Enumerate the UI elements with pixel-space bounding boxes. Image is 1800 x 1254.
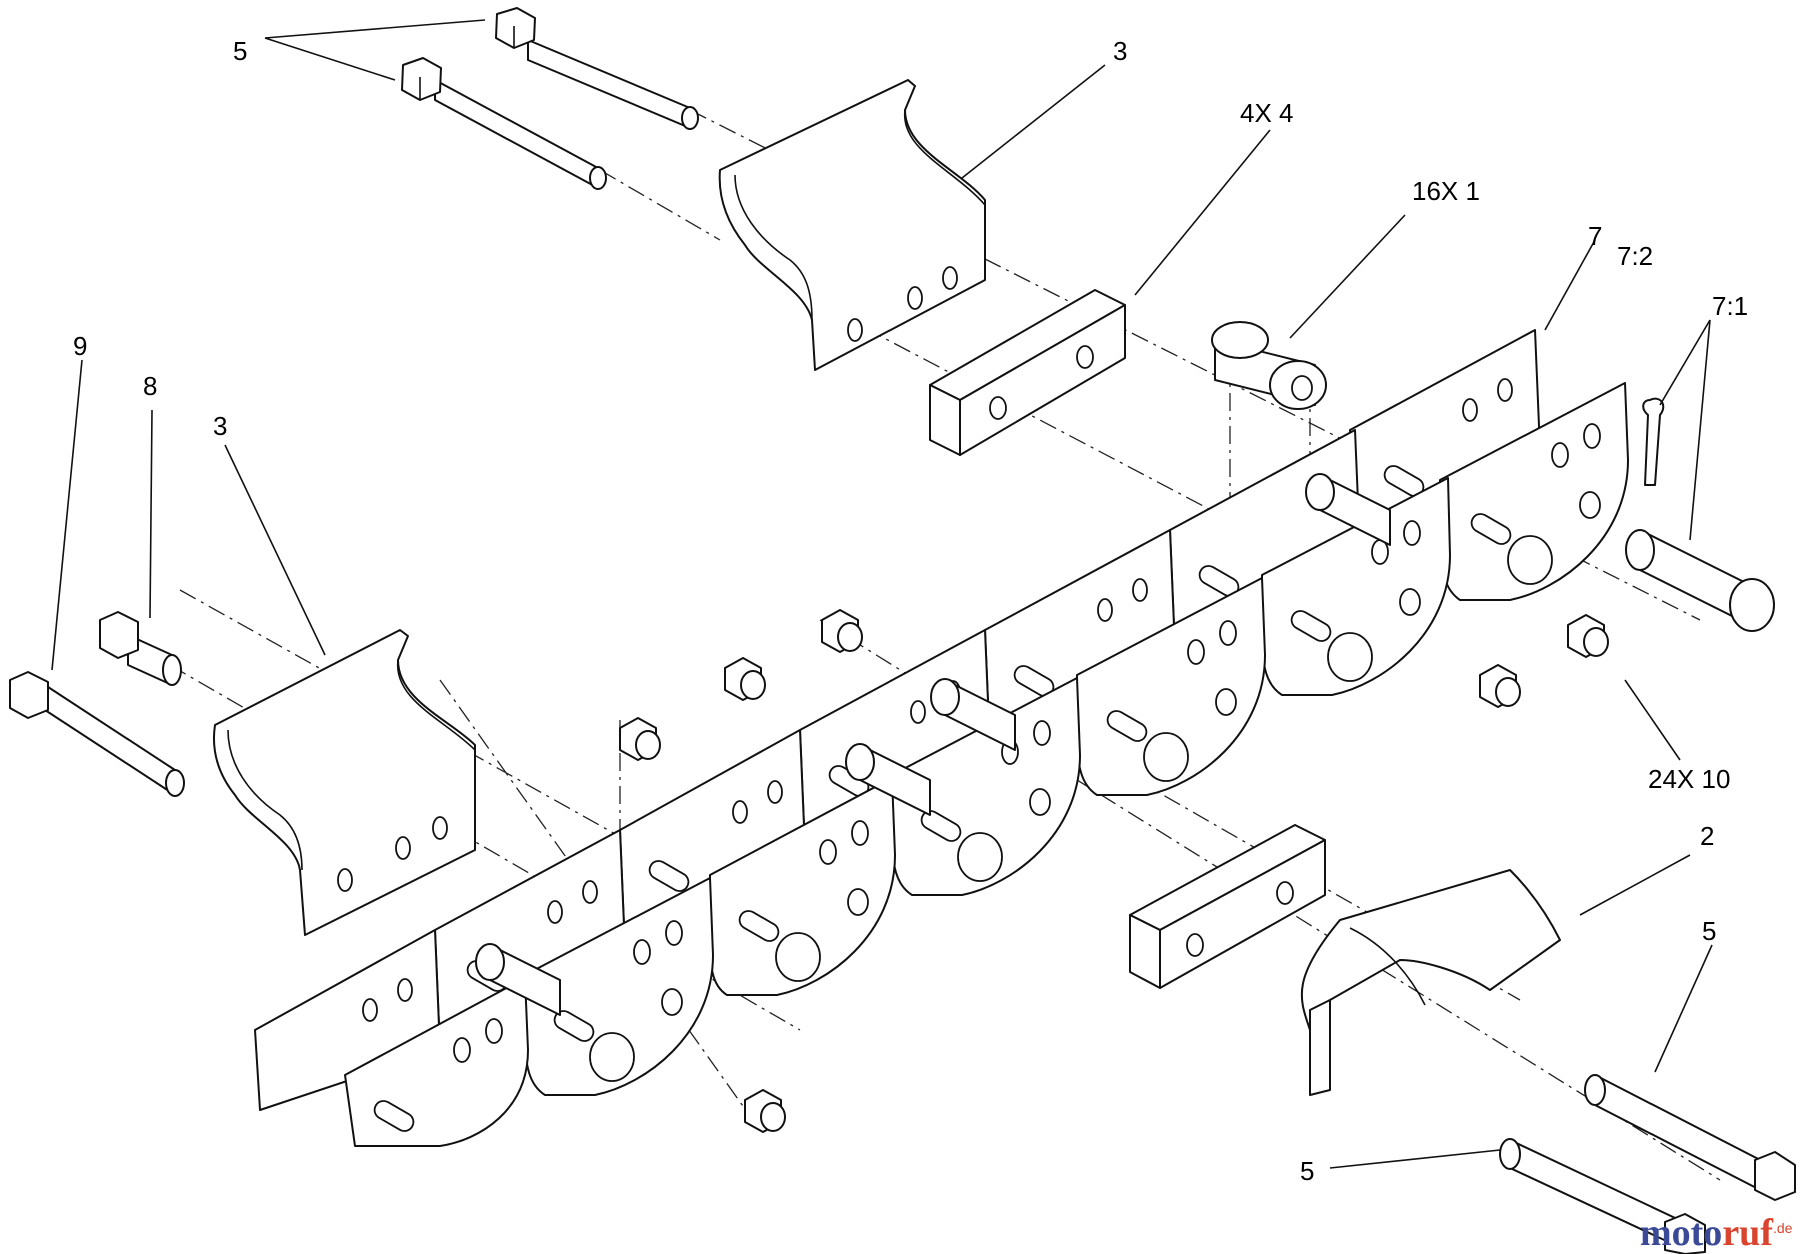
callout-labels: 5 3 4X 4 16X 1 7 7:2 7:1 24X 10 2 5 5 9 …: [73, 36, 1748, 1186]
callout-spacer-block: 4X 4: [1240, 98, 1294, 128]
logo-brand-a: moto: [1640, 1212, 1722, 1254]
callout-chain-link: 7:2: [1617, 241, 1653, 271]
roller-1: [1211, 321, 1327, 410]
bottom-bolt-right: [1584, 1074, 1796, 1201]
long-bolt-9: [9, 671, 185, 797]
callout-bottom-bolt-left: 5: [1300, 1156, 1314, 1186]
callout-left-mount: 3: [213, 411, 227, 441]
motoruf-logo: motoruf.de: [1640, 1212, 1793, 1254]
logo-tld: .de: [1773, 1220, 1793, 1236]
callout-bottom-bolt-right: 5: [1702, 916, 1716, 946]
chain-pin-and-clip: [1625, 397, 1775, 632]
left-mount-bracket: [213, 629, 476, 936]
callout-chain: 7: [1588, 221, 1602, 251]
callout-top-left-bolts: 5: [233, 36, 247, 66]
callout-long-bolt: 9: [73, 331, 87, 361]
top-bolt-upper: [495, 7, 699, 130]
callout-short-bolt: 8: [143, 371, 157, 401]
logo-brand-b: ruf: [1722, 1212, 1774, 1254]
top-bolt-lower: [401, 57, 607, 190]
nuts: [619, 609, 1609, 1133]
spacer-block-top: [929, 289, 1126, 456]
top-mount-bracket: [718, 79, 986, 371]
spacer-block-bottom: [1129, 824, 1326, 989]
chain-front-links: [344, 382, 1629, 1147]
short-bolt-8: [99, 611, 182, 686]
chain-rollers: [475, 473, 1391, 1016]
callout-bottom-mount: 2: [1700, 821, 1714, 851]
callout-nut: 24X 10: [1648, 764, 1730, 794]
chain-back-plates: [254, 329, 1541, 1111]
bottom-mount-bracket: [1300, 869, 1561, 1096]
bottom-bolt-left: [1499, 1138, 1706, 1254]
callout-top-mount: 3: [1113, 36, 1127, 66]
callout-roller: 16X 1: [1412, 176, 1480, 206]
callout-pin-clip: 7:1: [1712, 291, 1748, 321]
leader-lines: [51, 19, 1713, 1169]
svg-text:motoruf.de: motoruf.de: [1640, 1212, 1793, 1254]
